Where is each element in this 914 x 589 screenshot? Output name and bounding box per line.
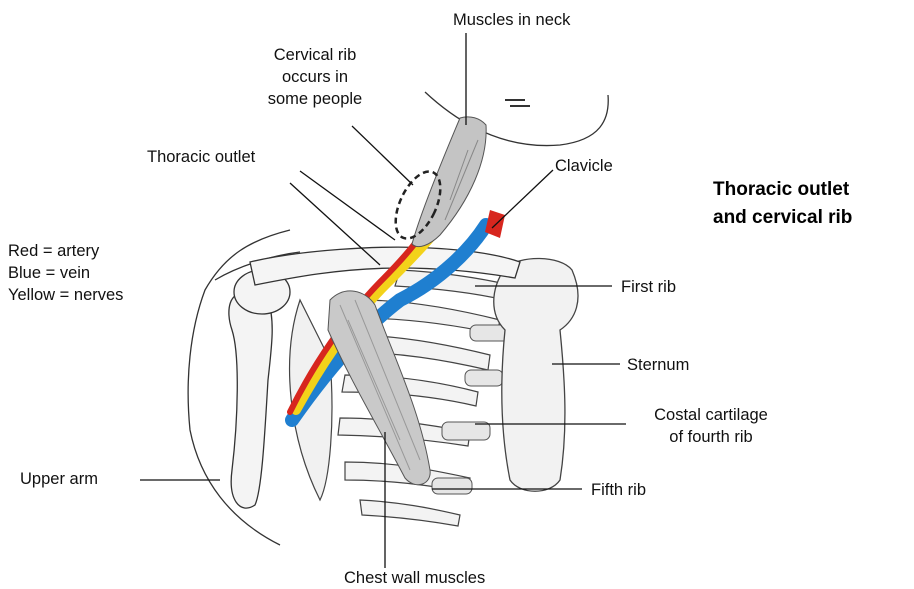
label-costal-cartilage: Costal cartilage of fourth rib — [626, 404, 796, 448]
label-fifth-rib: Fifth rib — [591, 479, 646, 501]
label-muscles-in-neck: Muscles in neck — [453, 9, 570, 31]
sternum — [494, 258, 578, 491]
color-legend: Red = artery Blue = vein Yellow = nerves — [8, 240, 123, 306]
diagram-title-line2: and cervical rib — [713, 204, 852, 232]
diagram-title: Thoracic outlet and cervical rib — [713, 176, 852, 232]
legend-nerves: Yellow = nerves — [8, 284, 123, 306]
label-costal-line2: of fourth rib — [626, 426, 796, 448]
legend-vein: Blue = vein — [8, 262, 123, 284]
label-thoracic-outlet: Thoracic outlet — [147, 146, 255, 168]
diagram-title-line1: Thoracic outlet — [713, 176, 852, 204]
label-sternum: Sternum — [627, 354, 689, 376]
neck-muscles — [412, 117, 486, 247]
label-cervical-rib-line1: Cervical rib — [245, 44, 385, 66]
label-upper-arm: Upper arm — [20, 468, 98, 490]
label-cervical-rib-line3: some people — [245, 88, 385, 110]
label-clavicle: Clavicle — [555, 155, 613, 177]
label-chest-wall-muscles: Chest wall muscles — [344, 567, 485, 589]
legend-artery: Red = artery — [8, 240, 123, 262]
label-cervical-rib-line2: occurs in — [245, 66, 385, 88]
label-first-rib: First rib — [621, 276, 676, 298]
label-cervical-rib: Cervical rib occurs in some people — [245, 44, 385, 110]
label-costal-line1: Costal cartilage — [626, 404, 796, 426]
upper-arm-bone — [229, 270, 290, 508]
